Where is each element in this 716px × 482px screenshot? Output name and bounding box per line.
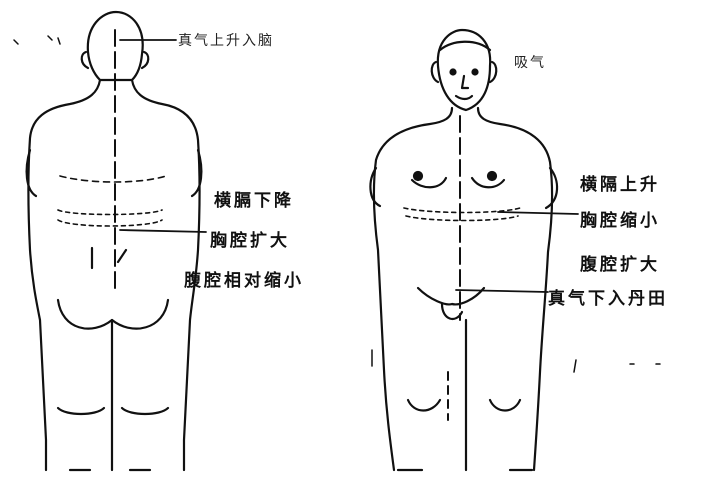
back-chest-leader [120,230,206,232]
front-view-figure [370,30,578,470]
back-diaphragm-upper [60,176,166,182]
front-label-qi-dantian: 真气下入丹田 [548,284,668,309]
back-top-label: 真气上升入脑 [178,30,274,50]
front-label-diaphragm-up: 横隔上升 [580,170,660,195]
front-chest-leader [498,212,578,214]
back-view-figure [27,12,206,470]
front-label-chest-shrink: 胸腔缩小 [580,206,660,231]
front-top-label: 吸气 [514,52,546,72]
back-label-chest-expand: 胸腔扩大 [210,226,290,251]
back-label-abdomen-shrink: 腹腔相对缩小 [184,266,304,291]
front-torso-outline [374,108,552,470]
front-dantian-leader [456,290,548,292]
front-label-abdomen-expand: 腹腔扩大 [580,250,660,275]
back-diaphragm-lower [58,210,162,226]
back-label-diaphragm-down: 横膈下降 [214,186,294,211]
front-diaphragm [404,208,520,221]
